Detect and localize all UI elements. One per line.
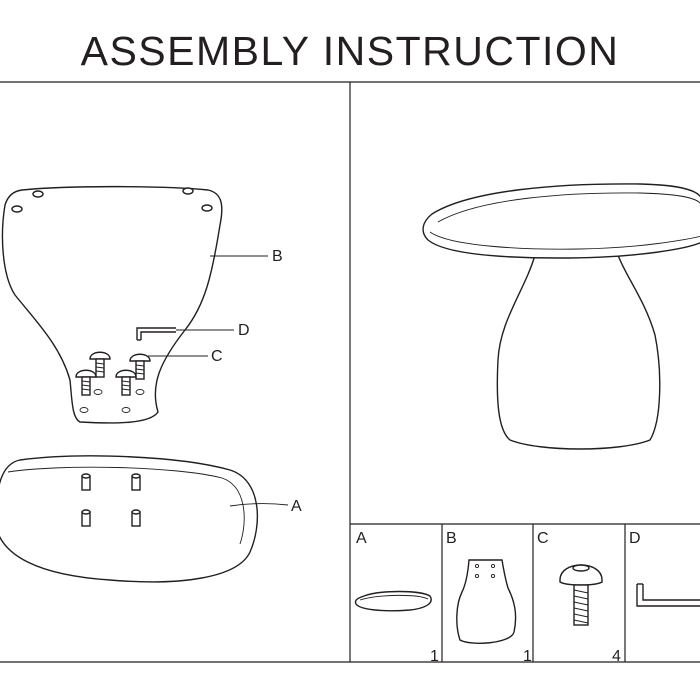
tabletop-exploded-icon	[0, 455, 259, 583]
part-qty-c: 4	[612, 648, 621, 665]
leader-line-a	[229, 503, 289, 507]
part-label-d: D	[629, 530, 641, 547]
part-label-b: B	[446, 530, 457, 547]
part-qty-a: 1	[430, 648, 439, 665]
base-exploded-icon	[1, 185, 223, 424]
bolts-exploded-icon	[75, 351, 151, 396]
bolt-icon	[559, 564, 603, 626]
pedestal-base-icon	[456, 559, 517, 644]
allen-key-exploded-icon	[136, 327, 176, 341]
callout-d: D	[238, 322, 250, 339]
page-title: ASSEMBLY INSTRUCTION	[80, 28, 620, 74]
callout-b: B	[272, 248, 283, 265]
callout-a: A	[291, 498, 302, 515]
assembled-table-icon	[422, 183, 700, 450]
part-label-c: C	[537, 530, 549, 547]
allen-key-icon	[636, 583, 700, 607]
tabletop-icon	[354, 590, 432, 612]
callout-c: C	[211, 348, 223, 365]
parts-table	[350, 523, 700, 662]
part-qty-b: 1	[523, 648, 532, 665]
part-label-a: A	[356, 530, 367, 547]
